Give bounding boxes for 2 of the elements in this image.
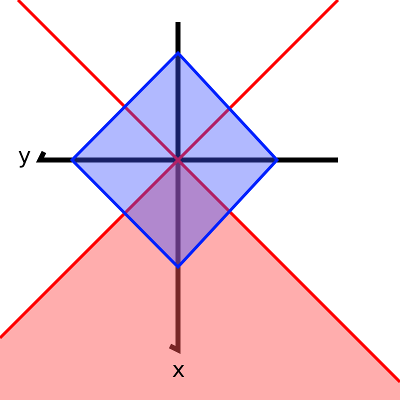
axis-label: y [18, 146, 32, 168]
axis-label: x [172, 360, 186, 382]
